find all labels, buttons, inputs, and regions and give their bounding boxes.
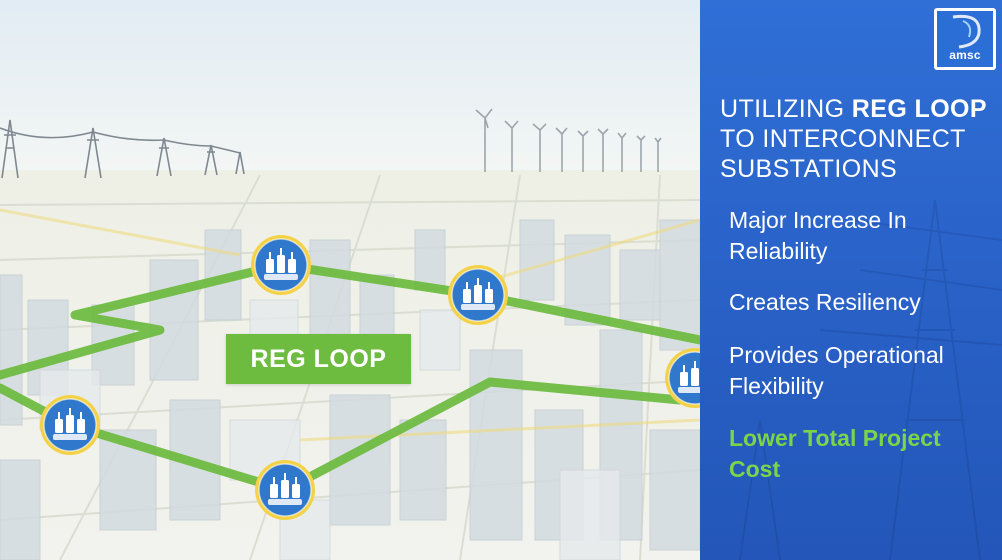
wind-turbines — [475, 108, 662, 172]
bullet-flexibility: Provides Operational Flexibility — [729, 342, 944, 399]
panel-headline: UTILIZING REG LOOP TO INTERCONNECT SUBST… — [720, 94, 995, 184]
substation-icon — [254, 459, 316, 521]
city-illustration — [0, 0, 700, 560]
panel-background-pylons — [739, 199, 1002, 560]
headline-bold: REG LOOP — [851, 95, 987, 123]
city-buildings — [0, 219, 700, 560]
bullet-resiliency: Creates Resiliency — [729, 289, 921, 315]
substation-icon — [447, 264, 509, 326]
amsc-logo-icon: amsc — [934, 8, 996, 70]
reg-loop-label: REG LOOP — [226, 334, 411, 384]
transmission-towers — [0, 119, 245, 179]
bullet-lower-cost: Lower Total Project Cost — [729, 425, 941, 482]
bullet-reliability: Major Increase In Reliability — [729, 207, 907, 264]
substation-icon — [250, 234, 312, 296]
substation-icon — [39, 394, 101, 456]
info-panel — [700, 0, 1002, 560]
logo-text: amsc — [949, 48, 981, 62]
headline-suffix: TO INTERCONNECT SUBSTATIONS — [720, 125, 966, 183]
headline-prefix: UTILIZING — [720, 95, 852, 123]
